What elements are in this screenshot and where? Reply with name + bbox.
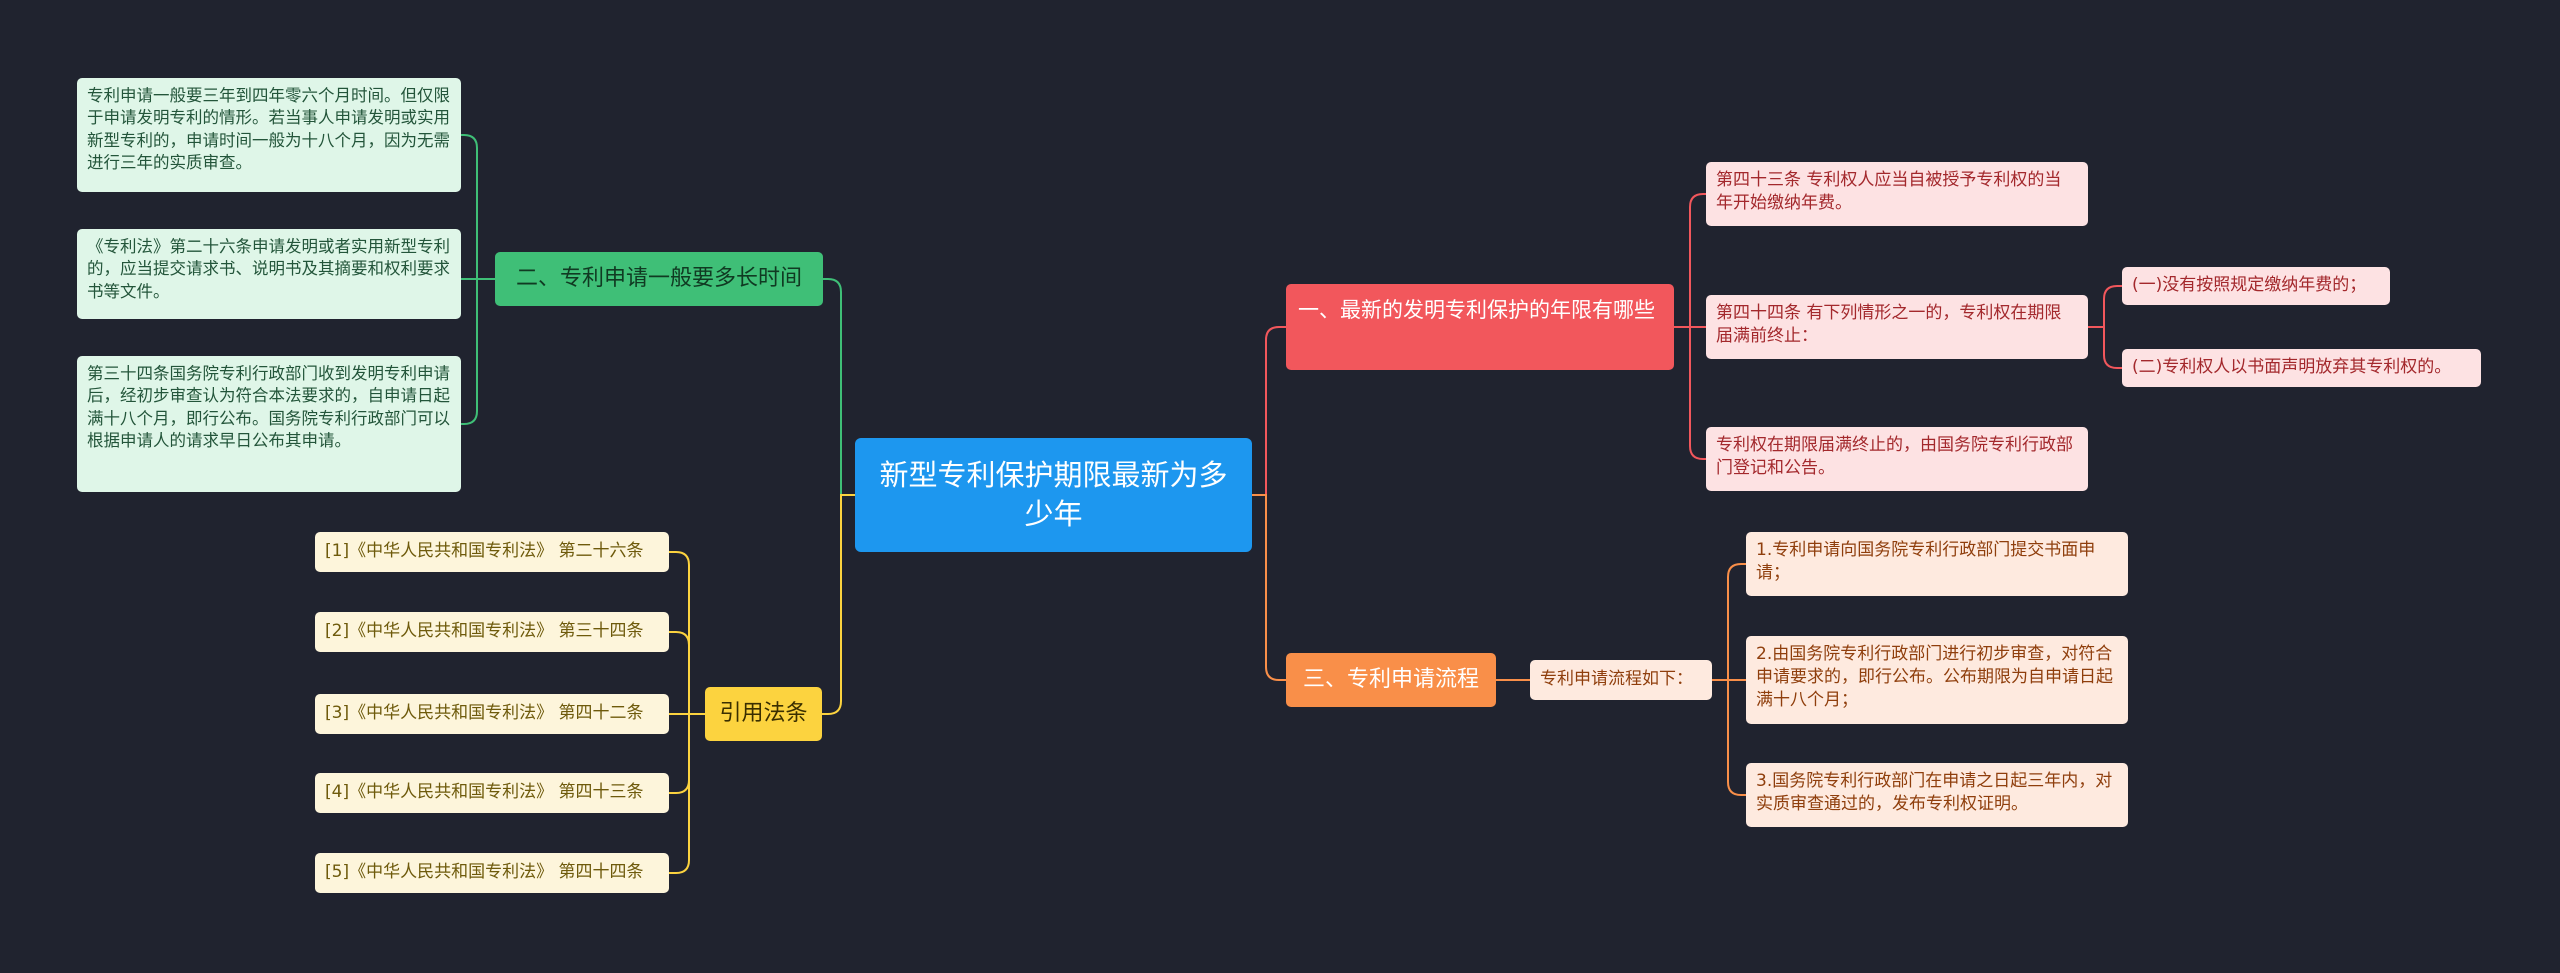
leaf-citation-5[interactable]: [5]《中华人民共和国专利法》 第四十四条	[315, 853, 669, 893]
leaf-citation-4[interactable]: [4]《中华人民共和国专利法》 第四十三条	[315, 773, 669, 813]
link-item2-sub2	[2088, 326, 2122, 369]
leaf-process-step-2[interactable]: 2.由国务院专利行政部门进行初步审查，对符合申请要求的，即行公布。公布期限为自申…	[1746, 636, 2128, 724]
branch-application-duration[interactable]: 二、专利申请一般要多长时间	[495, 252, 823, 306]
link-root-branch2	[823, 278, 855, 496]
leaf-citation-1[interactable]: [1]《中华人民共和国专利法》 第二十六条	[315, 532, 669, 572]
leaf-process-step-3[interactable]: 3.国务院专利行政部门在申请之日起三年内，对实质审查通过的，发布专利权证明。	[1746, 763, 2128, 827]
link-branch4-ref5	[669, 713, 705, 874]
link-branch2-item1	[461, 134, 495, 280]
leaf-unpaid-fee[interactable]: (一)没有按照规定缴纳年费的；	[2122, 267, 2390, 305]
leaf-article-44[interactable]: 第四十四条 有下列情形之一的，专利权在期限届满前终止：	[1706, 295, 2088, 359]
link-middle-item1	[1712, 563, 1746, 681]
link-root-branch4	[822, 494, 855, 715]
leaf-article-43[interactable]: 第四十三条 专利权人应当自被授予专利权的当年开始缴纳年费。	[1706, 162, 2088, 226]
leaf-citation-3[interactable]: [3]《中华人民共和国专利法》 第四十二条	[315, 694, 669, 734]
leaf-expiry-announcement[interactable]: 专利权在期限届满终止的，由国务院专利行政部门登记和公告。	[1706, 427, 2088, 491]
link-branch2-item3	[461, 278, 495, 425]
link-branch4-ref2	[669, 631, 705, 715]
leaf-duration-explanation[interactable]: 专利申请一般要三年到四年零六个月时间。但仅限于申请发明专利的情形。若当事人申请发…	[77, 78, 461, 192]
link-item2-sub1	[2088, 285, 2122, 328]
leaf-citation-2[interactable]: [2]《中华人民共和国专利法》 第三十四条	[315, 612, 669, 652]
leaf-article-34[interactable]: 第三十四条国务院专利行政部门收到发明专利申请后，经初步审查认为符合本法要求的，自…	[77, 356, 461, 492]
leaf-process-step-1[interactable]: 1.专利申请向国务院专利行政部门提交书面申请；	[1746, 532, 2128, 596]
branch-invention-patent-term[interactable]: 一、最新的发明专利保护的年限有哪些	[1286, 284, 1674, 370]
leaf-patent-law-article-26[interactable]: 《专利法》第二十六条申请发明或者实用新型专利的，应当提交请求书、说明书及其摘要和…	[77, 229, 461, 319]
leaf-process-intro[interactable]: 专利申请流程如下：	[1530, 660, 1712, 700]
link-root-branch1	[1252, 326, 1286, 496]
branch-cited-laws[interactable]: 引用法条	[705, 687, 822, 741]
root-topic[interactable]: 新型专利保护期限最新为多少年	[855, 438, 1252, 552]
link-root-branch3	[1252, 494, 1286, 681]
link-branch1-item3	[1674, 326, 1706, 460]
link-branch1-item1	[1674, 193, 1706, 328]
leaf-written-waiver[interactable]: (二)专利权人以书面声明放弃其专利权的。	[2122, 349, 2481, 387]
branch-application-process[interactable]: 三、专利申请流程	[1286, 653, 1496, 707]
link-branch4-ref1	[669, 551, 705, 715]
link-branch4-ref4	[669, 713, 705, 794]
link-middle-item3	[1712, 679, 1746, 796]
